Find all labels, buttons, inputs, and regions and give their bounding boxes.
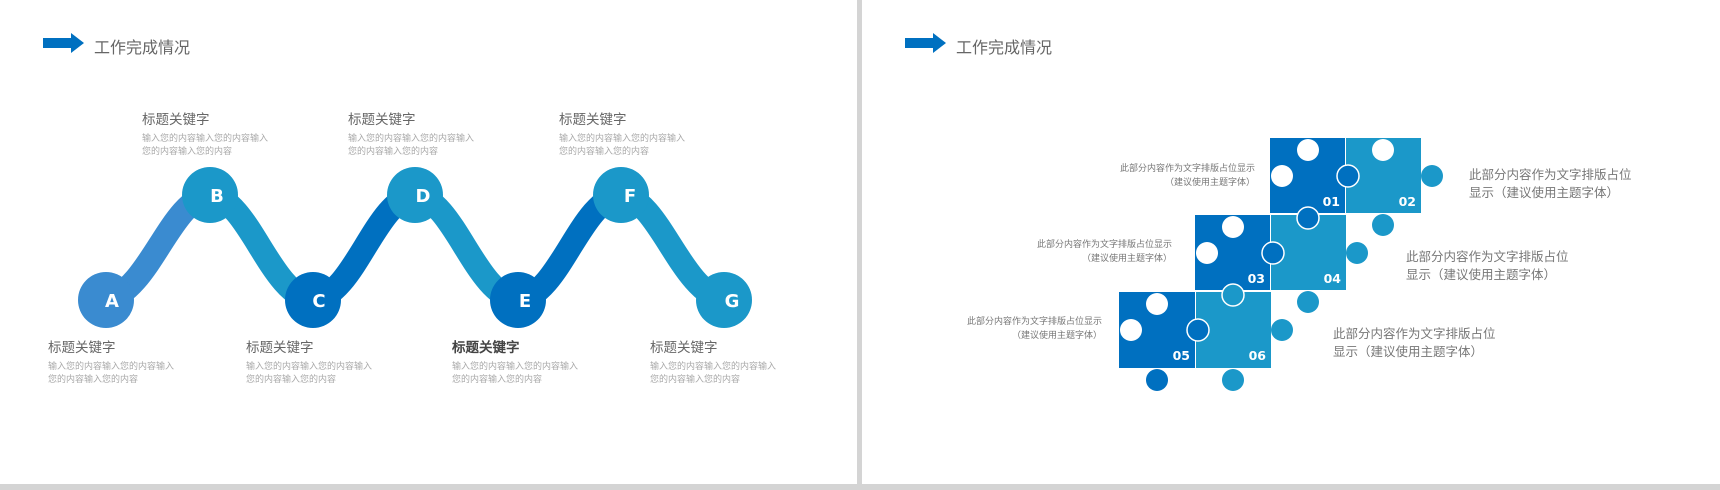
left-note-2: 此部分内容作为文字排版占位显示 （建议使用主题字体） [1037, 238, 1172, 266]
node-desc: 您的内容输入您的内容 [48, 375, 139, 385]
puzzle-piece-02 [1336, 138, 1443, 236]
slide-title: 工作完成情况 [94, 38, 191, 57]
puzzle-piece-03 [1195, 215, 1270, 290]
node-a-circle [78, 272, 134, 328]
node-desc: 输入您的内容输入您的内容输入 [452, 362, 579, 372]
node-c-circle [285, 272, 341, 328]
left-note-1: 此部分内容作为文字排版占位显示 （建议使用主题字体） [1120, 162, 1255, 190]
bottom-bar [0, 484, 1720, 490]
slide-title: 工作完成情况 [956, 38, 1053, 57]
slide-2[interactable]: 工作完成情况 [862, 0, 1720, 484]
node-g-letter: G [725, 291, 740, 312]
note-line: 显示（建议使用主题字体） [1469, 185, 1620, 200]
puzzle-piece-05 [1119, 292, 1195, 391]
node-desc: 输入您的内容输入您的内容输入 [348, 134, 475, 144]
node-desc: 输入您的内容输入您的内容输入 [142, 134, 269, 144]
note-line: 此部分内容作为文字排版占位 [1406, 249, 1569, 264]
node-desc: 输入您的内容输入您的内容输入 [48, 362, 175, 372]
piece-number-03: 03 [1248, 271, 1265, 286]
node-desc: 您的内容输入您的内容 [559, 147, 650, 157]
note-line: （建议使用主题字体） [1011, 331, 1102, 341]
slide-1[interactable]: 工作完成情况 A B C D E F G 标题关键字 输入您的内容输入您的内容 [0, 0, 857, 484]
piece-number-01: 01 [1323, 194, 1340, 209]
note-line: 显示（建议使用主题字体） [1333, 344, 1484, 359]
node-c-label: 标题关键字 输入您的内容输入您的内容输入 您的内容输入您的内容 [246, 336, 372, 387]
puzzle-piece-01 [1270, 138, 1345, 213]
puzzle-diagram: 01 02 03 04 05 06 [1119, 138, 1443, 391]
puzzle-piece-06 [1186, 283, 1293, 391]
note-line: 此部分内容作为文字排版占位显示 [1036, 240, 1172, 250]
node-desc: 您的内容输入您的内容 [246, 375, 337, 385]
arrow-right-icon [43, 33, 84, 53]
note-line: 此部分内容作为文字排版占位 [1333, 326, 1496, 341]
node-d-letter: D [416, 186, 431, 207]
node-a-letter: A [105, 291, 119, 312]
piece-number-06: 06 [1249, 348, 1267, 363]
note-line: （建议使用主题字体） [1164, 178, 1255, 188]
note-line: 显示（建议使用主题字体） [1406, 267, 1557, 282]
node-desc: 输入您的内容输入您的内容输入 [246, 362, 373, 372]
node-b-circle [182, 167, 238, 223]
note-line: 此部分内容作为文字排版占位 [1469, 167, 1632, 182]
node-c-letter: C [312, 291, 325, 312]
arrow-right-icon [905, 33, 946, 53]
node-desc: 输入您的内容输入您的内容输入 [650, 362, 777, 372]
right-note-3: 此部分内容作为文字排版占位 显示（建议使用主题字体） [1333, 325, 1496, 361]
node-e-letter: E [519, 291, 531, 312]
node-g-label: 标题关键字 输入您的内容输入您的内容输入 您的内容输入您的内容 [650, 336, 776, 387]
node-d-circle [387, 167, 443, 223]
node-g-circle [696, 272, 752, 328]
node-desc: 您的内容输入您的内容 [452, 375, 543, 385]
node-title: 标题关键字 [559, 112, 627, 128]
left-note-3: 此部分内容作为文字排版占位显示 （建议使用主题字体） [967, 315, 1102, 343]
right-note-2: 此部分内容作为文字排版占位 显示（建议使用主题字体） [1406, 248, 1569, 284]
node-title: 标题关键字 [142, 112, 210, 128]
node-b-letter: B [210, 186, 224, 207]
node-title: 标题关键字 [246, 340, 314, 356]
node-b-label: 标题关键字 输入您的内容输入您的内容输入 您的内容输入您的内容 [142, 108, 268, 159]
piece-number-02: 02 [1399, 194, 1416, 209]
node-title: 标题关键字 [650, 340, 718, 356]
node-desc: 您的内容输入您的内容 [348, 147, 439, 157]
node-desc: 您的内容输入您的内容 [142, 147, 233, 157]
node-desc: 您的内容输入您的内容 [650, 375, 741, 385]
node-f-circle [593, 167, 649, 223]
node-title: 标题关键字 [452, 340, 520, 356]
node-e-label: 标题关键字 输入您的内容输入您的内容输入 您的内容输入您的内容 [452, 336, 578, 387]
right-note-1: 此部分内容作为文字排版占位 显示（建议使用主题字体） [1469, 166, 1632, 202]
slide-divider [857, 0, 862, 490]
node-desc: 输入您的内容输入您的内容输入 [559, 134, 686, 144]
node-d-label: 标题关键字 输入您的内容输入您的内容输入 您的内容输入您的内容 [348, 108, 474, 159]
piece-number-05: 05 [1173, 348, 1190, 363]
node-title: 标题关键字 [48, 340, 116, 356]
node-f-letter: F [624, 186, 636, 207]
node-a-label: 标题关键字 输入您的内容输入您的内容输入 您的内容输入您的内容 [48, 336, 174, 387]
node-title: 标题关键字 [348, 112, 416, 128]
note-line: 此部分内容作为文字排版占位显示 [1119, 164, 1255, 174]
node-e-circle [490, 272, 546, 328]
note-line: （建议使用主题字体） [1081, 254, 1172, 264]
node-f-label: 标题关键字 输入您的内容输入您的内容输入 您的内容输入您的内容 [559, 108, 685, 159]
note-line: 此部分内容作为文字排版占位显示 [966, 317, 1102, 327]
puzzle-piece-04 [1261, 206, 1368, 313]
wave-diagram: A B C D E F G [78, 167, 752, 328]
piece-number-04: 04 [1324, 271, 1342, 286]
